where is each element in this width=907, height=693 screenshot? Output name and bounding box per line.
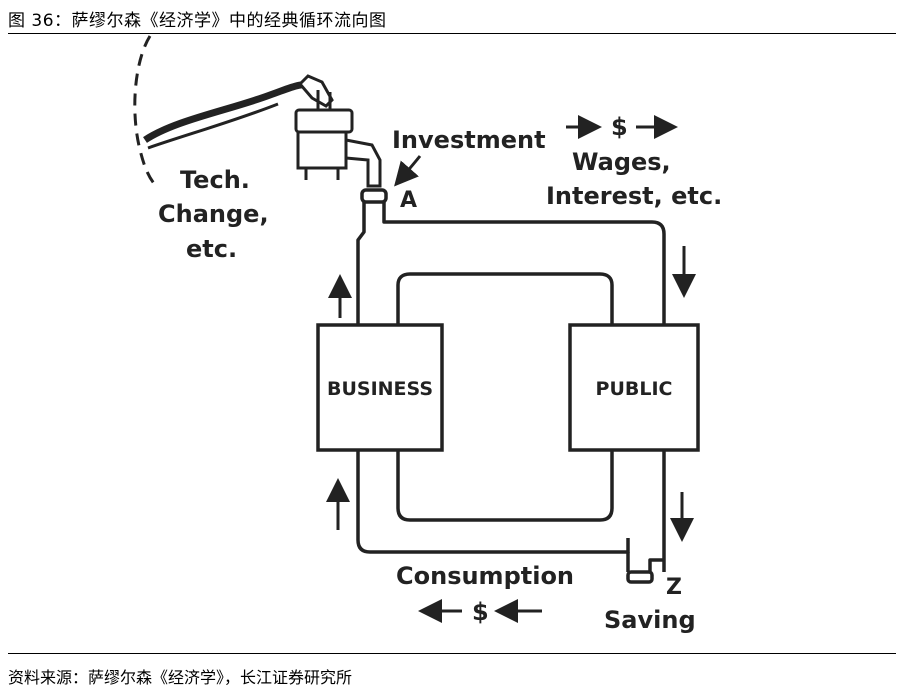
wages-label-line2: Interest, etc. bbox=[546, 182, 722, 210]
point-a-label: A bbox=[400, 188, 417, 213]
public-box: PUBLIC bbox=[568, 323, 700, 452]
flow-pipe-outer bbox=[356, 450, 666, 584]
figure-title: 图 36：萨缪尔森《经济学》中的经典循环流向图 bbox=[8, 11, 387, 31]
flow-arrows bbox=[326, 115, 696, 623]
investment-label: Investment bbox=[392, 126, 546, 154]
top-divider bbox=[8, 33, 896, 34]
wages-label-line1: Wages, bbox=[572, 148, 671, 176]
arrow-investment bbox=[394, 155, 422, 187]
pump-icon bbox=[133, 35, 382, 190]
tech-label-line3: etc. bbox=[186, 235, 237, 263]
tech-label-line1: Tech. bbox=[180, 166, 250, 194]
dollar-bottom-label: $ bbox=[472, 598, 489, 626]
saving-label: Saving bbox=[604, 606, 696, 634]
consumption-label: Consumption bbox=[396, 562, 574, 590]
point-z-label: Z bbox=[666, 575, 682, 600]
public-label: PUBLIC bbox=[596, 378, 673, 400]
bottom-divider bbox=[8, 653, 896, 654]
flow-pipe-inner bbox=[396, 272, 614, 522]
dollar-top-label: $ bbox=[611, 113, 628, 141]
source-note: 资料来源：萨缪尔森《经济学》，长江证券研究所 bbox=[8, 668, 353, 687]
business-box: BUSINESS bbox=[316, 323, 444, 452]
investment-pipe bbox=[356, 188, 666, 325]
tech-label-line2: Change, bbox=[158, 200, 269, 228]
business-label: BUSINESS bbox=[327, 378, 433, 400]
